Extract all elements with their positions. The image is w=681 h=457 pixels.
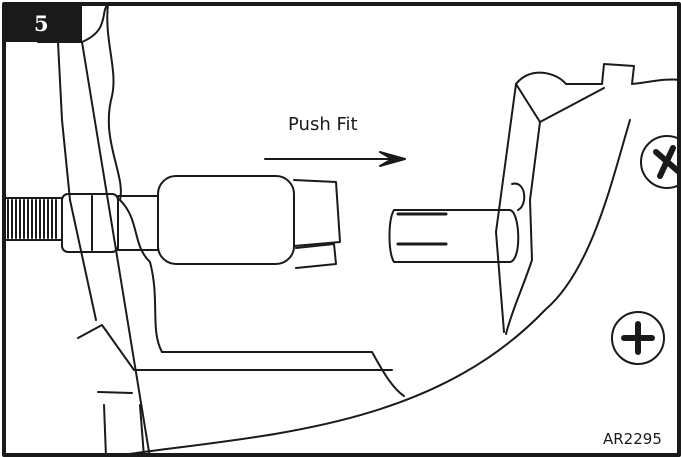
- receiving-pin: [388, 209, 520, 263]
- frame-panel: [37, 3, 631, 457]
- push-fit-label: Push Fit: [288, 114, 358, 135]
- step-number: 5: [34, 10, 49, 36]
- connector-fitting: [61, 175, 341, 269]
- reference-code: AR2295: [603, 430, 662, 448]
- phillips-screw-icon: [611, 135, 681, 365]
- right-arrow-icon: [264, 151, 406, 167]
- threaded-rod: [3, 197, 63, 241]
- step-number-badge: 5: [4, 4, 82, 42]
- bracket-plate: [495, 63, 680, 335]
